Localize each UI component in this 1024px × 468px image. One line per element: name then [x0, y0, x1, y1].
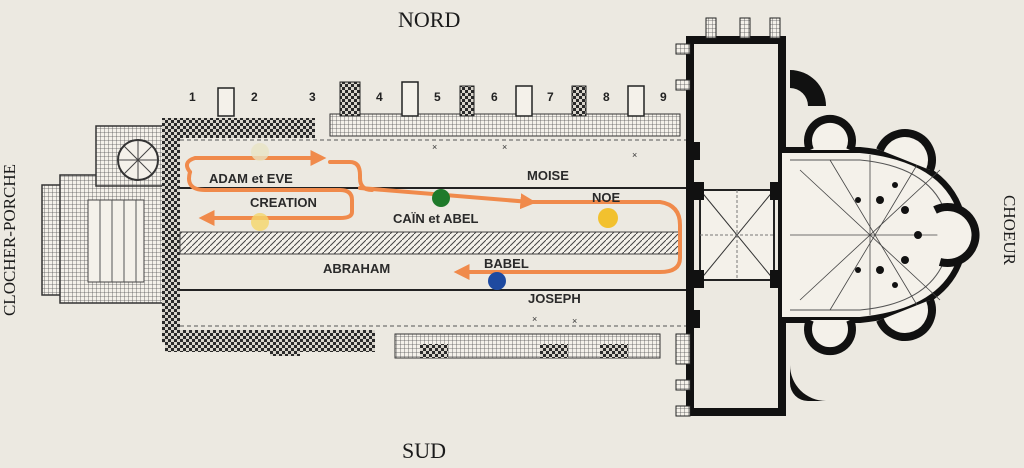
- scene-labels: ADAM et EVE CREATION MOISE CAÏN et ABEL …: [209, 168, 621, 306]
- label-noe: NOE: [592, 190, 621, 205]
- bay-number: 8: [603, 90, 610, 104]
- nave-walls: × × × × ×: [162, 81, 690, 359]
- bay-number: 5: [434, 90, 441, 104]
- svg-text:×: ×: [432, 142, 437, 152]
- transept: [675, 17, 788, 417]
- marker-babel: [488, 272, 506, 290]
- marker-cain-abel: [432, 189, 450, 207]
- bay-number: 6: [491, 90, 498, 104]
- label-north: NORD: [398, 7, 460, 32]
- bay-number: 3: [309, 90, 316, 104]
- scene-markers: [251, 143, 618, 290]
- bay-number: 2: [251, 90, 258, 104]
- bay-number: 7: [547, 90, 554, 104]
- path-segment-adam: [184, 150, 327, 174]
- marker-adam-eve: [251, 143, 269, 161]
- bell-tower-porch: [41, 125, 171, 304]
- bay-number: 1: [189, 90, 196, 104]
- label-abraham: ABRAHAM: [323, 261, 390, 276]
- bay-numbers: 1 2 3 4 5 6 7 8 9: [189, 90, 667, 104]
- choir-apse: [782, 70, 980, 401]
- marker-noe: [598, 208, 618, 228]
- label-south: SUD: [402, 438, 446, 463]
- label-adam-eve: ADAM et EVE: [209, 171, 293, 186]
- svg-text:×: ×: [532, 314, 537, 324]
- svg-text:×: ×: [632, 150, 637, 160]
- label-creation: CREATION: [250, 195, 317, 210]
- bay-number: 4: [376, 90, 383, 104]
- label-east: CHOEUR: [1000, 195, 1019, 266]
- bay-number: 9: [660, 90, 667, 104]
- label-moise: MOISE: [527, 168, 569, 183]
- svg-text:×: ×: [572, 316, 577, 326]
- label-cain-abel: CAÏN et ABEL: [393, 211, 479, 226]
- svg-text:×: ×: [502, 142, 507, 152]
- path-segment-top: [328, 160, 374, 192]
- label-babel: BABEL: [484, 256, 529, 271]
- path-segment-noe: [453, 200, 682, 280]
- marker-creation: [251, 213, 269, 231]
- label-west: CLOCHER-PORCHE: [0, 164, 19, 316]
- label-joseph: JOSEPH: [528, 291, 581, 306]
- compass-labels: NORD SUD CLOCHER-PORCHE CHOEUR: [0, 7, 1019, 463]
- path-segment-start: [187, 170, 354, 226]
